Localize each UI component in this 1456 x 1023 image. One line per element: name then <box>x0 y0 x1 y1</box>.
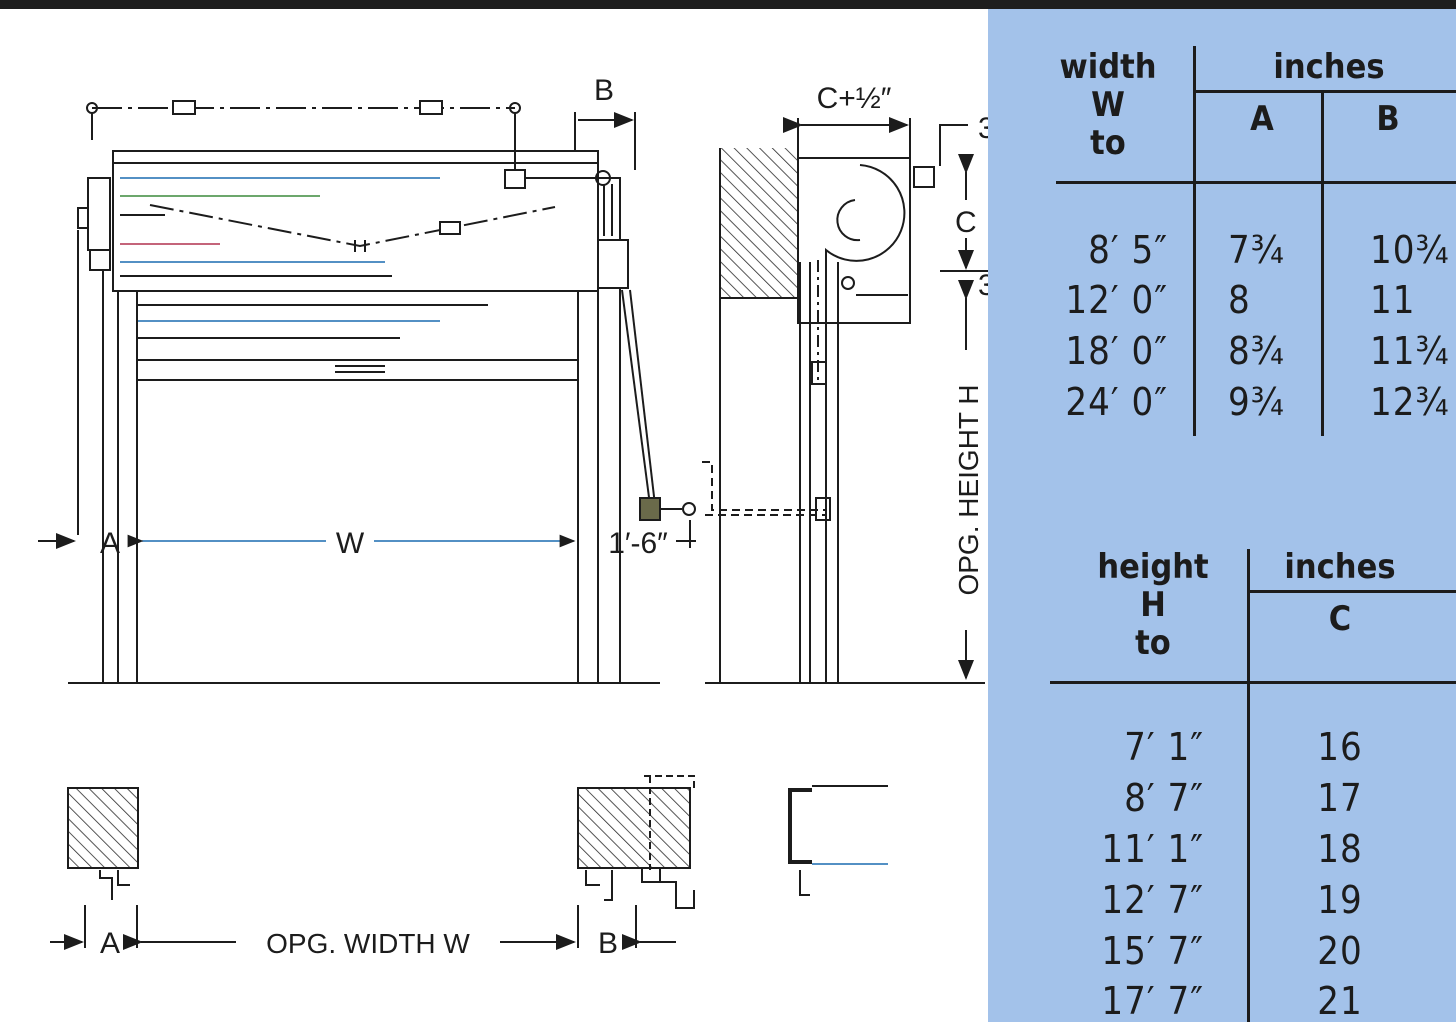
col-a-header: A <box>1250 99 1274 139</box>
height-inches-header: inches <box>1284 547 1396 587</box>
dim-w: W <box>336 527 365 560</box>
height-header-line2: H <box>1140 585 1166 625</box>
dim-a: A <box>100 527 120 560</box>
width-header-line2: W <box>1091 85 1125 125</box>
dim-a-bottom: A <box>100 927 120 960</box>
col-c-header: C <box>1328 599 1352 639</box>
dim-c-half: C+½″ <box>817 82 892 115</box>
width-inches-header: inches <box>1273 47 1385 87</box>
dim-3-top: 3″ <box>978 112 990 145</box>
dim-opg-height: OPG. HEIGHT H <box>953 384 984 595</box>
door-dimension-drawing: B C+½″ 3″ C 3″ A W 1′-6″ OPG. HEIGHT H A… <box>38 74 990 960</box>
width-header-line3: to <box>1090 123 1126 163</box>
dim-c: C <box>955 206 977 239</box>
dimension-tables-panel: width W to inches A B 8′ 5″ 7¾ 10¾ 12′ 0… <box>988 9 1456 1022</box>
height-table-hline-2 <box>1050 681 1456 684</box>
dim-1-6: 1′-6″ <box>608 527 668 560</box>
width-table-vline-2 <box>1321 92 1324 436</box>
front-elevation <box>38 100 696 684</box>
side-section <box>702 117 990 684</box>
dim-3-low: 3″ <box>978 269 990 302</box>
width-table-vline-1 <box>1193 46 1196 436</box>
width-table-hline-2 <box>1056 181 1456 184</box>
dim-opg-width: OPG. WIDTH W <box>266 928 470 959</box>
plan-section <box>50 775 888 950</box>
height-header-line1: height <box>1097 547 1209 587</box>
dim-b-bottom: B <box>598 927 618 960</box>
width-header-line1: width <box>1059 47 1157 87</box>
height-header-line3: to <box>1135 623 1171 663</box>
height-table-hline-1 <box>1247 590 1456 593</box>
col-b-header: B <box>1376 99 1400 139</box>
dim-b-top: B <box>594 74 614 107</box>
top-border-bar <box>0 0 1456 9</box>
height-table-vline <box>1247 549 1250 1022</box>
width-table-hline-1 <box>1193 90 1456 93</box>
width-table: width W to inches A B 8′ 5″ 7¾ 10¾ 12′ 0… <box>988 9 1456 509</box>
height-table: height H to inches C 7′ 1″ 16 8′ 7″ 17 1… <box>988 529 1456 1022</box>
